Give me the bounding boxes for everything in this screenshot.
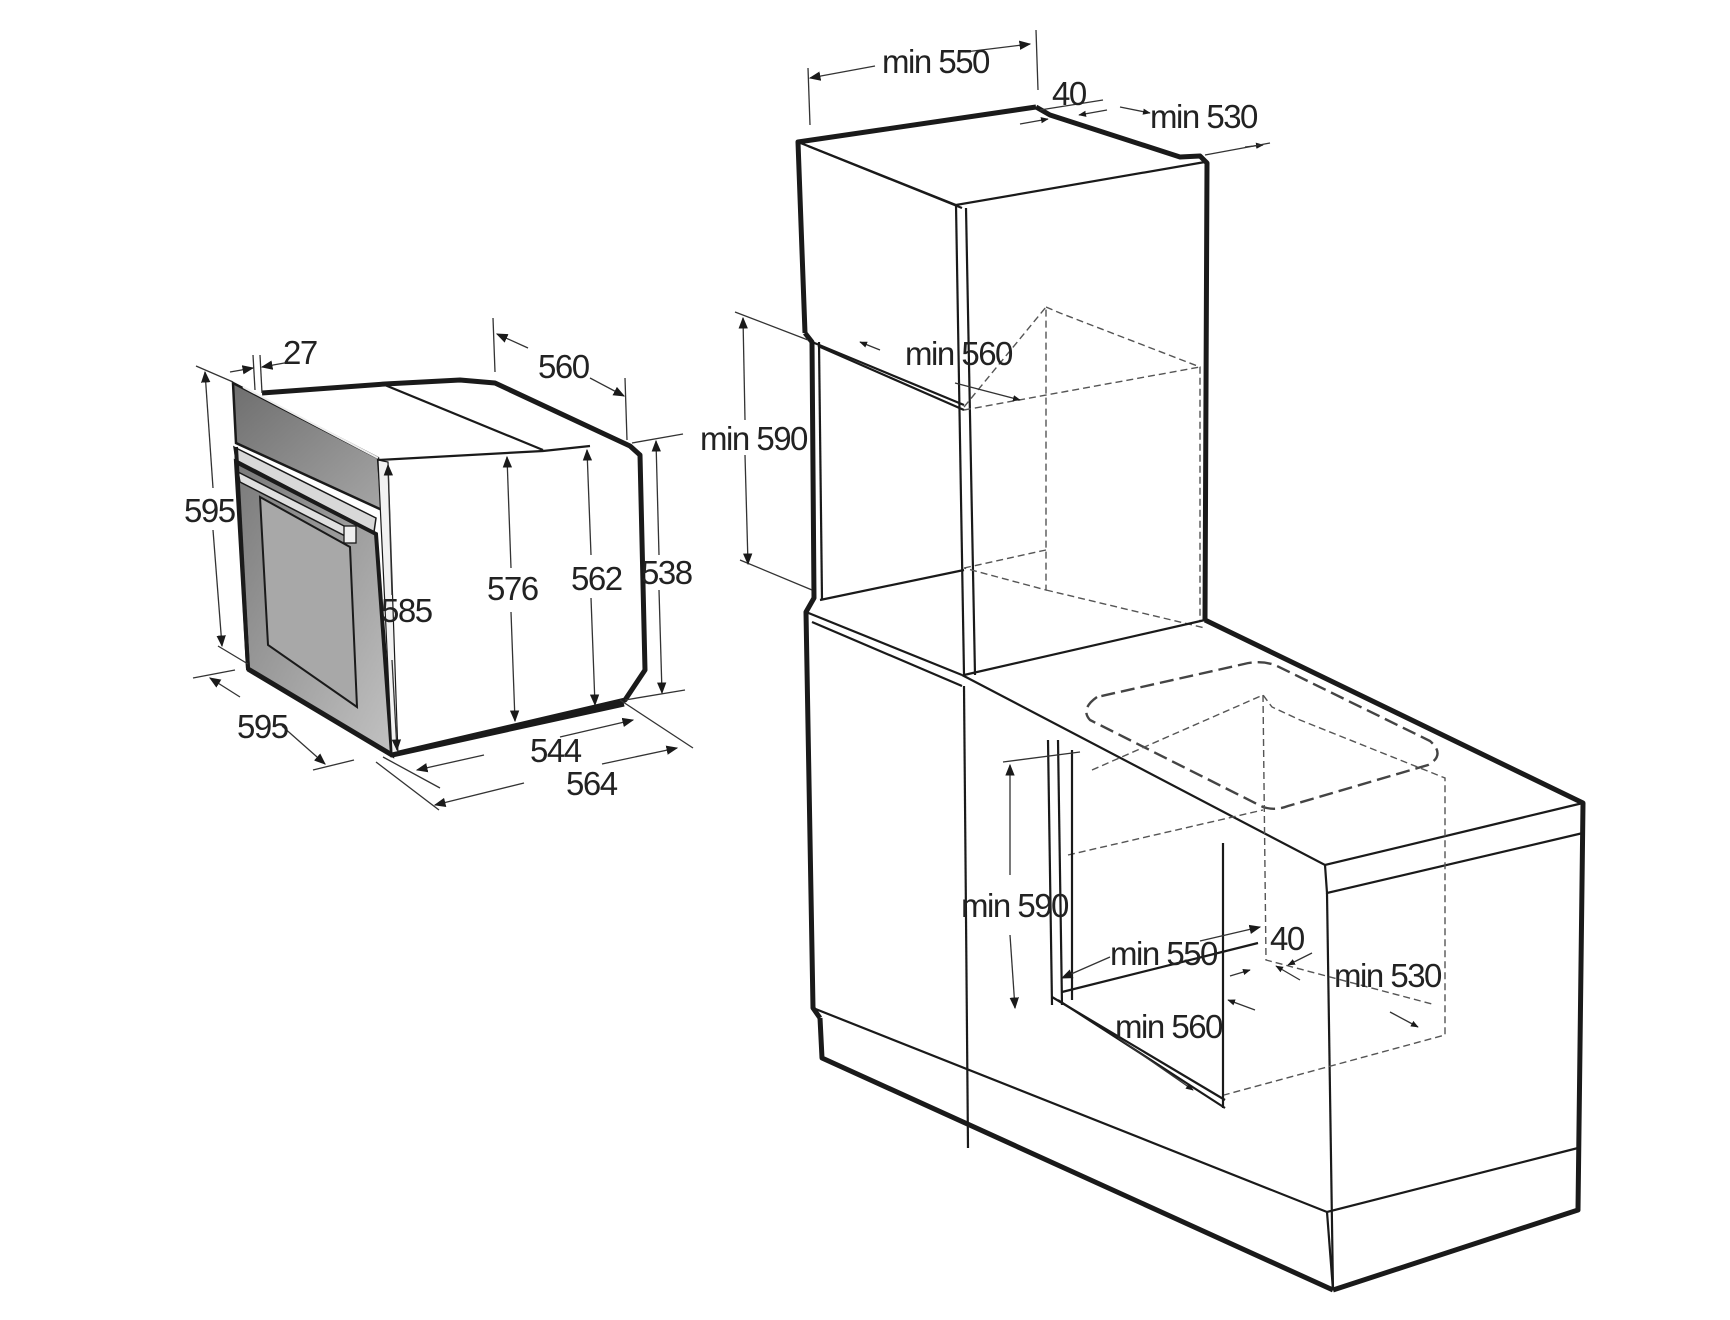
oven-rear-step-label: 538 <box>641 554 692 591</box>
upper-vent-gap-label: 40 <box>1052 75 1087 112</box>
lower-niche-height-label: min 590 <box>961 887 1069 924</box>
lower-niche-width-label: min 550 <box>1110 935 1218 972</box>
upper-niche-width-label: min 550 <box>882 43 990 80</box>
oven-drawing: 27 560 595 595 585 576 562 538 544 564 <box>184 317 694 811</box>
lower-inner-depth-label: min 560 <box>1115 1008 1223 1045</box>
oven-rear-height-label: 562 <box>571 560 622 597</box>
oven-depth-top-label: 560 <box>538 348 590 385</box>
oven-height-total-label: 595 <box>184 492 235 529</box>
oven-mid-height-label: 576 <box>487 570 538 607</box>
oven-depth-bottom-label: 544 <box>530 732 582 769</box>
oven-width-front-label: 595 <box>237 708 288 745</box>
lower-niche-depth-label: min 530 <box>1334 957 1442 994</box>
lower-vent-gap-label: 40 <box>1270 920 1305 957</box>
upper-inner-depth-label: min 560 <box>905 335 1013 372</box>
oven-depth-total-label: 564 <box>566 765 618 802</box>
upper-niche-height-label: min 590 <box>700 420 808 457</box>
oven-panel-depth-label: 27 <box>283 334 317 371</box>
upper-niche-depth-label: min 530 <box>1150 98 1258 135</box>
kitchen-cabinets-drawing: min 550 40 min 530 min 560 min 590 min 5… <box>700 29 1586 1293</box>
oven-front-height-label: 585 <box>381 592 432 629</box>
